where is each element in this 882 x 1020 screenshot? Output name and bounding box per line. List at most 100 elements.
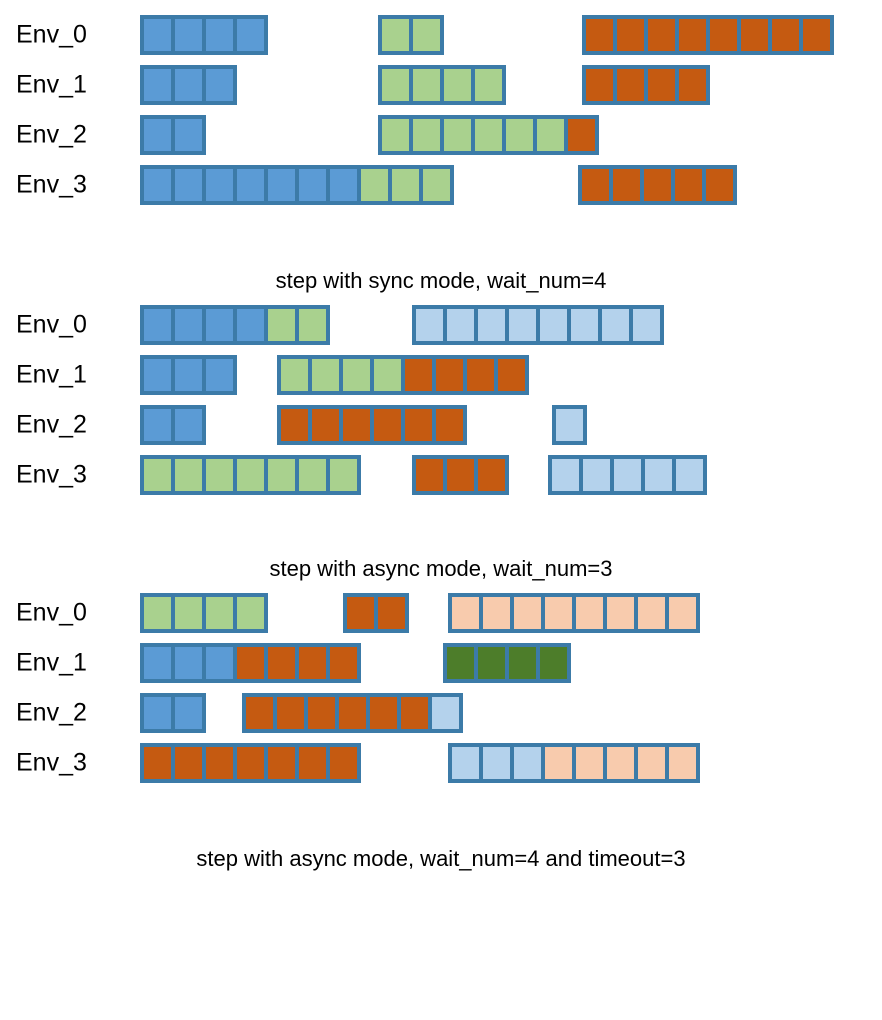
timeline-cell-blue (268, 169, 295, 201)
timeline-cell-lightorange (669, 597, 696, 629)
timeline-segment-group (277, 355, 529, 395)
timeline-segment-group (140, 65, 237, 105)
timeline-cell-blue (144, 697, 171, 729)
env-label-env_3: Env_3 (16, 748, 87, 777)
timeline-cell-orange (246, 697, 273, 729)
env-timeline-row: Env_2 (0, 110, 882, 160)
env-timeline-row: Env_1 (0, 350, 882, 400)
timeline-cell-green (206, 597, 233, 629)
timeline-cell-green (392, 169, 419, 201)
env-timeline-row: Env_3 (0, 738, 882, 788)
timeline-cell-blue (237, 309, 264, 341)
chart-1-caption: step with sync mode, wait_num=4 (275, 268, 607, 293)
timeline-cell-lightorange (638, 597, 665, 629)
timeline-cell-orange (568, 119, 595, 151)
timeline-segment-group (412, 455, 509, 495)
timeline-cell-lightblue (452, 747, 479, 779)
timeline-cell-green (144, 459, 171, 491)
timeline-cell-orange (706, 169, 733, 201)
timeline-cell-lightblue (556, 409, 583, 441)
timeline-cell-green (374, 359, 401, 391)
timeline-cell-orange (644, 169, 671, 201)
timeline-cell-green (237, 459, 264, 491)
timeline-segment-group (548, 455, 707, 495)
timeline-segment-group (140, 15, 268, 55)
env-timeline-row: Env_3 (0, 160, 882, 210)
timeline-cell-orange (741, 19, 768, 51)
timeline-cell-lightblue (509, 309, 536, 341)
timeline-cell-lightorange (576, 747, 603, 779)
env-timeline-row: Env_1 (0, 60, 882, 110)
timeline-cell-green (237, 597, 264, 629)
timeline-cell-orange (405, 359, 432, 391)
timeline-cell-darkgreen (447, 647, 474, 679)
timeline-cell-orange (268, 647, 295, 679)
timeline-cell-lightorange (576, 597, 603, 629)
timeline-cell-orange (436, 409, 463, 441)
timeline-cell-blue (237, 19, 264, 51)
env-label-env_2: Env_2 (16, 120, 87, 149)
timeline-cell-orange (582, 169, 609, 201)
timeline-segment-group (448, 593, 700, 633)
timeline-cell-orange (648, 19, 675, 51)
timeline-cell-orange (803, 19, 830, 51)
timeline-cell-green (413, 69, 440, 101)
timeline-cell-lightorange (607, 747, 634, 779)
timeline-segment-group (412, 305, 664, 345)
timeline-cell-green (206, 459, 233, 491)
timeline-cell-orange (277, 697, 304, 729)
timeline-cell-lightorange (452, 597, 479, 629)
timeline-cell-blue (144, 19, 171, 51)
timeline-cell-green (343, 359, 370, 391)
timeline-segment-group (140, 355, 237, 395)
timeline-cell-blue (144, 169, 171, 201)
timeline-cell-green (413, 119, 440, 151)
timeline-cell-green (299, 309, 326, 341)
timeline-cell-orange (378, 597, 405, 629)
timeline-cell-blue (175, 647, 202, 679)
timeline-cell-blue (206, 19, 233, 51)
timeline-cell-blue (144, 309, 171, 341)
timeline-cell-orange (586, 69, 613, 101)
timeline-cell-orange (330, 647, 357, 679)
timeline-cell-orange (416, 459, 443, 491)
env-timeline-row: Env_2 (0, 688, 882, 738)
env-label-env_3: Env_3 (16, 460, 87, 489)
timeline-cell-blue (330, 169, 357, 201)
timeline-cell-green (268, 459, 295, 491)
timeline-cell-orange (498, 359, 525, 391)
timeline-segment-group (582, 15, 834, 55)
timeline-cell-orange (679, 19, 706, 51)
timeline-segment-group (140, 405, 206, 445)
timeline-cell-lightblue (478, 309, 505, 341)
timeline-cell-lightblue (432, 697, 459, 729)
timeline-cell-green (423, 169, 450, 201)
timeline-cell-green (382, 19, 409, 51)
timeline-cell-green (312, 359, 339, 391)
timeline-cell-lightblue (416, 309, 443, 341)
timeline-cell-green (475, 119, 502, 151)
timeline-cell-blue (206, 309, 233, 341)
timeline-cell-lightblue (483, 747, 510, 779)
env-timeline-row: Env_0 (0, 300, 882, 350)
timeline-cell-lightorange (483, 597, 510, 629)
timeline-cell-orange (436, 359, 463, 391)
env-label-env_3: Env_3 (16, 170, 87, 199)
timeline-segment-group (378, 115, 599, 155)
timeline-cell-blue (175, 169, 202, 201)
timeline-cell-orange (281, 409, 308, 441)
timeline-cell-lightblue (645, 459, 672, 491)
env-label-env_2: Env_2 (16, 698, 87, 727)
timeline-cell-lightblue (602, 309, 629, 341)
timeline-cell-green (175, 597, 202, 629)
timeline-cell-orange (675, 169, 702, 201)
timeline-cell-blue (175, 359, 202, 391)
timeline-cell-green (268, 309, 295, 341)
timeline-cell-blue (175, 409, 202, 441)
timeline-cell-lightblue (552, 459, 579, 491)
env-label-env_1: Env_1 (16, 70, 87, 99)
